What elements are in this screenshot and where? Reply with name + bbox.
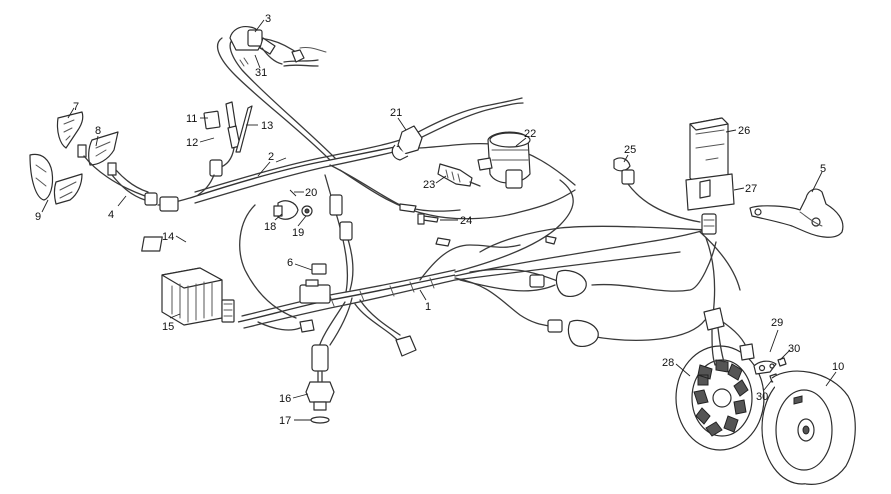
callout-20: 20 <box>305 187 317 199</box>
voltage-regulator <box>161 267 235 326</box>
callout-8: 8 <box>95 125 101 137</box>
callout-27: 27 <box>745 183 757 195</box>
callout-13: 13 <box>261 120 273 132</box>
callout-10: 10 <box>832 361 844 373</box>
callout-30-lower: 30 <box>756 391 768 403</box>
callout-9: 9 <box>35 211 41 223</box>
callout-12: 12 <box>186 137 198 149</box>
main-wiring-harness <box>237 174 749 353</box>
ignition-coil <box>391 125 531 189</box>
stator <box>675 307 765 451</box>
callout-30-upper: 30 <box>788 343 800 355</box>
ecu-unit <box>685 117 735 235</box>
callout-15: 15 <box>162 321 174 333</box>
turn-signal-lenses <box>29 111 179 212</box>
callout-24: 24 <box>460 215 472 227</box>
callout-2: 2 <box>268 151 274 163</box>
flywheel <box>761 370 856 485</box>
callout-26: 26 <box>738 125 750 137</box>
callout-5: 5 <box>820 163 826 175</box>
handlebar-switch <box>229 25 327 67</box>
callout-labels: 1 2 3 4 5 6 7 8 9 10 11 12 13 14 15 16 1… <box>35 13 844 427</box>
screw <box>417 213 439 225</box>
front-wiring-harness <box>157 37 576 220</box>
neutral-switch <box>273 189 313 220</box>
leader-lines <box>41 19 837 421</box>
temperature-sensor <box>305 344 335 424</box>
mounting-bracket <box>749 188 844 238</box>
callout-7: 7 <box>73 101 79 113</box>
callout-16: 16 <box>279 393 291 405</box>
callout-19: 19 <box>292 227 304 239</box>
callout-11: 11 <box>186 113 197 125</box>
callout-23: 23 <box>423 179 435 191</box>
callout-6: 6 <box>287 257 293 269</box>
callout-31: 31 <box>255 67 267 79</box>
callout-17: 17 <box>279 415 291 427</box>
callout-29: 29 <box>771 317 783 329</box>
callout-25: 25 <box>624 144 636 156</box>
callout-3: 3 <box>265 13 271 25</box>
callout-4: 4 <box>108 209 114 221</box>
callout-28: 28 <box>662 357 674 369</box>
connectors-lower <box>299 194 599 357</box>
pickup-coil <box>753 357 787 383</box>
callout-18: 18 <box>264 221 276 233</box>
callout-1: 1 <box>425 301 431 313</box>
callout-22: 22 <box>524 128 536 140</box>
speed-sensor <box>613 157 701 223</box>
relays <box>141 236 331 304</box>
brake-switch-and-tie <box>197 101 253 196</box>
callout-14: 14 <box>162 231 174 243</box>
callout-21: 21 <box>390 107 402 119</box>
